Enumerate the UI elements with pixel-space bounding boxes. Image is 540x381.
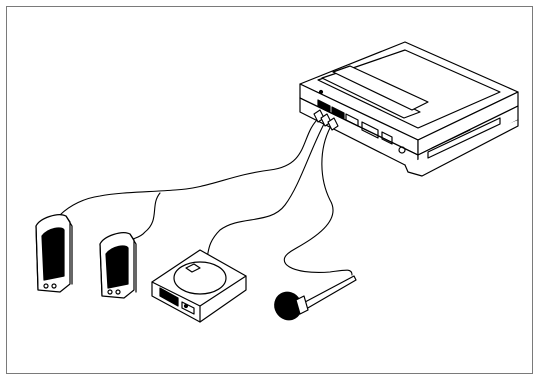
microphone-icon — [270, 276, 356, 325]
right-speaker-icon — [100, 233, 136, 298]
left-speaker-icon — [36, 215, 72, 292]
laptop-icon — [300, 42, 518, 176]
cd-player-icon — [152, 250, 246, 322]
